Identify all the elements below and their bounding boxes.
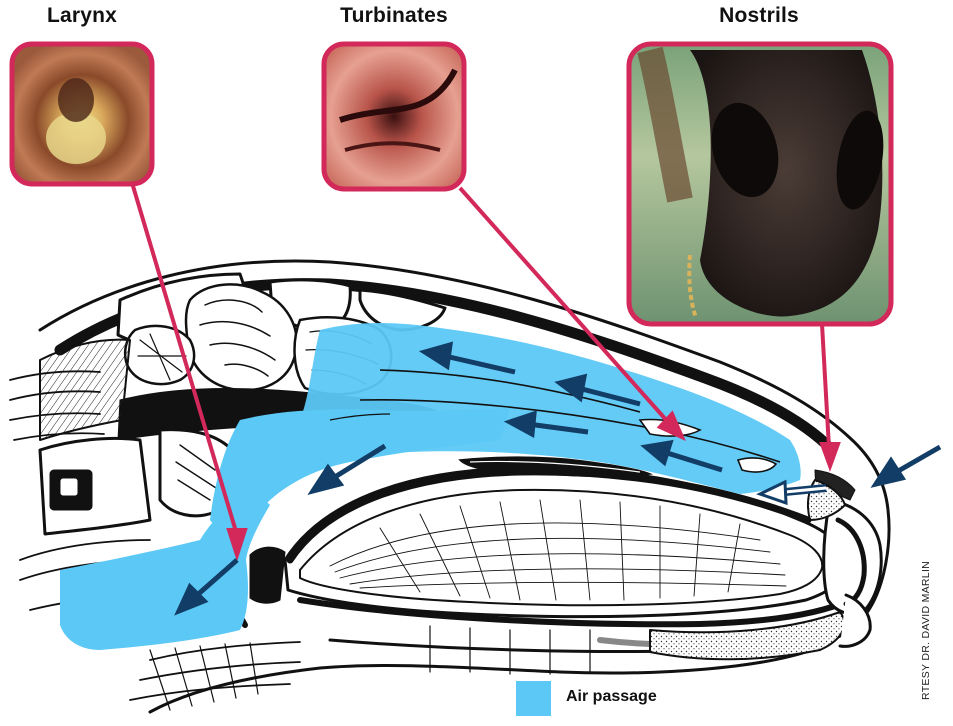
larynx-photo-callout (12, 44, 152, 184)
nostrils-photo-callout (629, 44, 891, 324)
turbinates-photo-callout (324, 44, 464, 189)
air-passage-legend-swatch (516, 681, 551, 716)
air-passage-legend-label: Air passage (566, 688, 657, 706)
photo-credit: RTESY DR. DAVID MARLIN (920, 561, 932, 700)
